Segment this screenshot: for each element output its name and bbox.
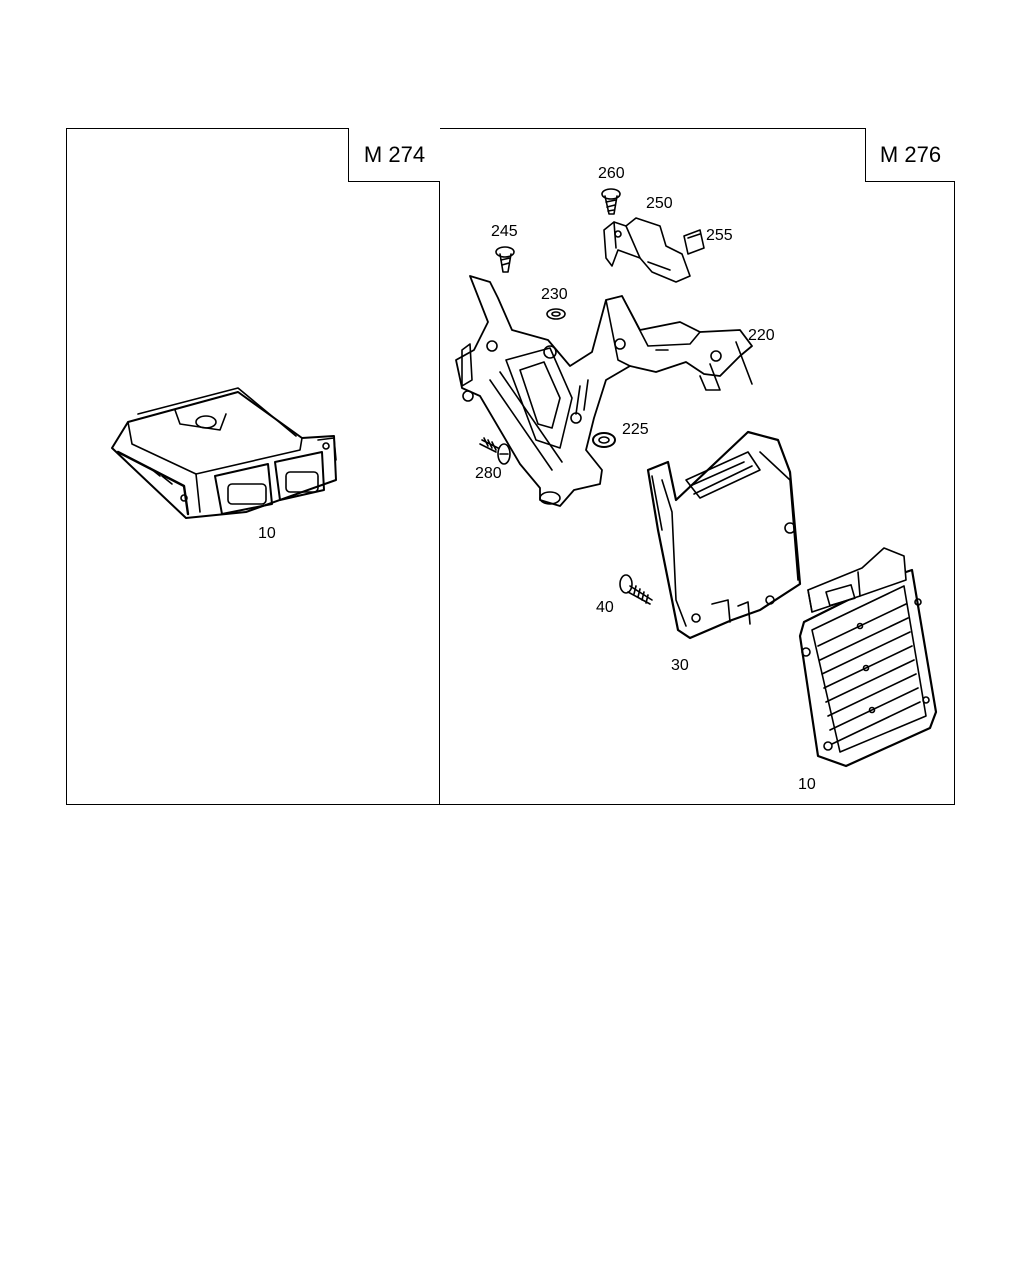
screw-245-drawing — [496, 247, 514, 272]
screw-260-drawing — [602, 189, 620, 214]
left-ecu-drawing — [112, 388, 336, 518]
callout-bolt-40: 40 — [596, 599, 614, 616]
model-label-left: M 274 — [348, 128, 440, 182]
panel-divider — [439, 128, 440, 805]
callout-grommet-230: 230 — [541, 286, 568, 303]
bolt-40-drawing — [620, 575, 652, 604]
diagram-frame — [66, 128, 955, 805]
callout-bolt-280: 280 — [475, 465, 502, 482]
clip-255-drawing — [684, 230, 704, 254]
callout-cover-30: 30 — [671, 657, 689, 674]
callout-bracket-250: 250 — [646, 195, 673, 212]
grommet-225-drawing — [593, 433, 615, 447]
bracket-220-drawing — [456, 276, 752, 506]
callout-clip-255: 255 — [706, 227, 733, 244]
cover-30-drawing — [648, 432, 800, 638]
callout-bracket-220: 220 — [748, 327, 775, 344]
callout-right-ecu: 10 — [798, 776, 816, 793]
model-label-right: M 276 — [865, 128, 955, 182]
callout-screw-260: 260 — [598, 165, 625, 182]
right-ecu-drawing — [800, 548, 936, 766]
grommet-230-drawing — [547, 309, 565, 319]
bracket-250-drawing — [604, 218, 690, 282]
bolt-280-drawing — [480, 438, 510, 464]
callout-screw-245: 245 — [491, 223, 518, 240]
callout-grommet-225: 225 — [622, 421, 649, 438]
callout-left-ecu: 10 — [258, 525, 276, 542]
